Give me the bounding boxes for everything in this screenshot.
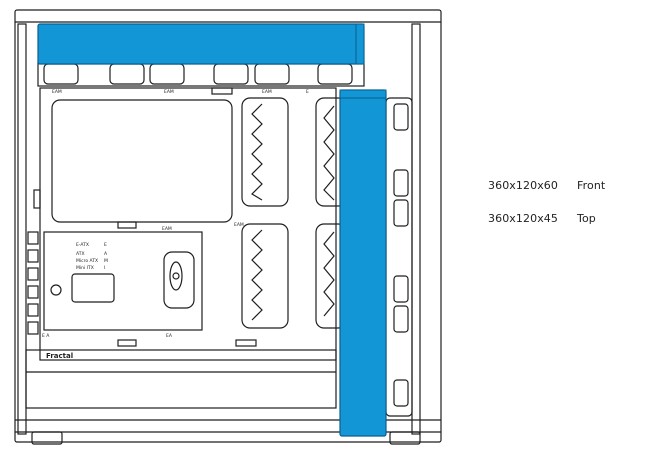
standoff-label: EAM [164, 89, 174, 95]
cpu-cutout [71, 273, 115, 303]
spec-size-front: 360x120x60 [488, 179, 559, 192]
standoff-label: EAM [52, 89, 62, 95]
board-label-atx: ATX [76, 251, 85, 257]
front-radiator-endcap [339, 89, 387, 99]
spec-position-top: Top [577, 212, 596, 225]
standoff-label: E A [42, 333, 50, 339]
top-radiator [37, 23, 365, 65]
fan-cutout-left-lower [241, 223, 289, 329]
fan-cutout-left-upper [241, 97, 289, 207]
standoff-label: EAM [262, 89, 272, 95]
top-fan-rail [37, 61, 365, 87]
psu-shroud [25, 349, 337, 409]
plate-hole [50, 284, 62, 296]
front-fan-clips [393, 103, 409, 407]
brand-logo: Fractal [46, 352, 73, 360]
standoff-label: EA [166, 333, 173, 339]
board-code-i: I [104, 265, 105, 271]
case-right-rail [411, 23, 421, 435]
case-left-rail [17, 23, 27, 435]
board-label-itx: Mini ITX [76, 265, 94, 271]
grommet-slot [169, 261, 183, 291]
spec-size-top: 360x120x45 [488, 212, 559, 225]
front-radiator [339, 89, 387, 437]
standoff-label: EAM [162, 226, 172, 232]
tray-cutout-upper [51, 99, 233, 223]
front-fan-housing [385, 97, 413, 417]
board-code-e: E [104, 242, 107, 248]
standoff-label: E [306, 89, 309, 95]
case-outer-frame [14, 9, 442, 443]
spec-position-front: Front [577, 179, 606, 192]
motherboard-tray [39, 87, 337, 361]
foot-right [389, 431, 421, 445]
top-fan-brackets [43, 63, 353, 85]
motherboard-plate [43, 231, 203, 331]
board-code-m: M [104, 258, 108, 264]
standoff-label: EAM [234, 222, 244, 228]
grommet-cutout [163, 251, 195, 309]
board-code-a: A [104, 251, 108, 257]
expansion-slots [27, 231, 39, 335]
board-label-matx: Micro ATX [76, 258, 98, 264]
top-radiator-endcap [355, 23, 365, 65]
foot-left [31, 431, 63, 445]
tie-points [33, 87, 257, 347]
grommet-hole [172, 272, 180, 280]
board-label-eatx: E-ATX [76, 242, 89, 248]
